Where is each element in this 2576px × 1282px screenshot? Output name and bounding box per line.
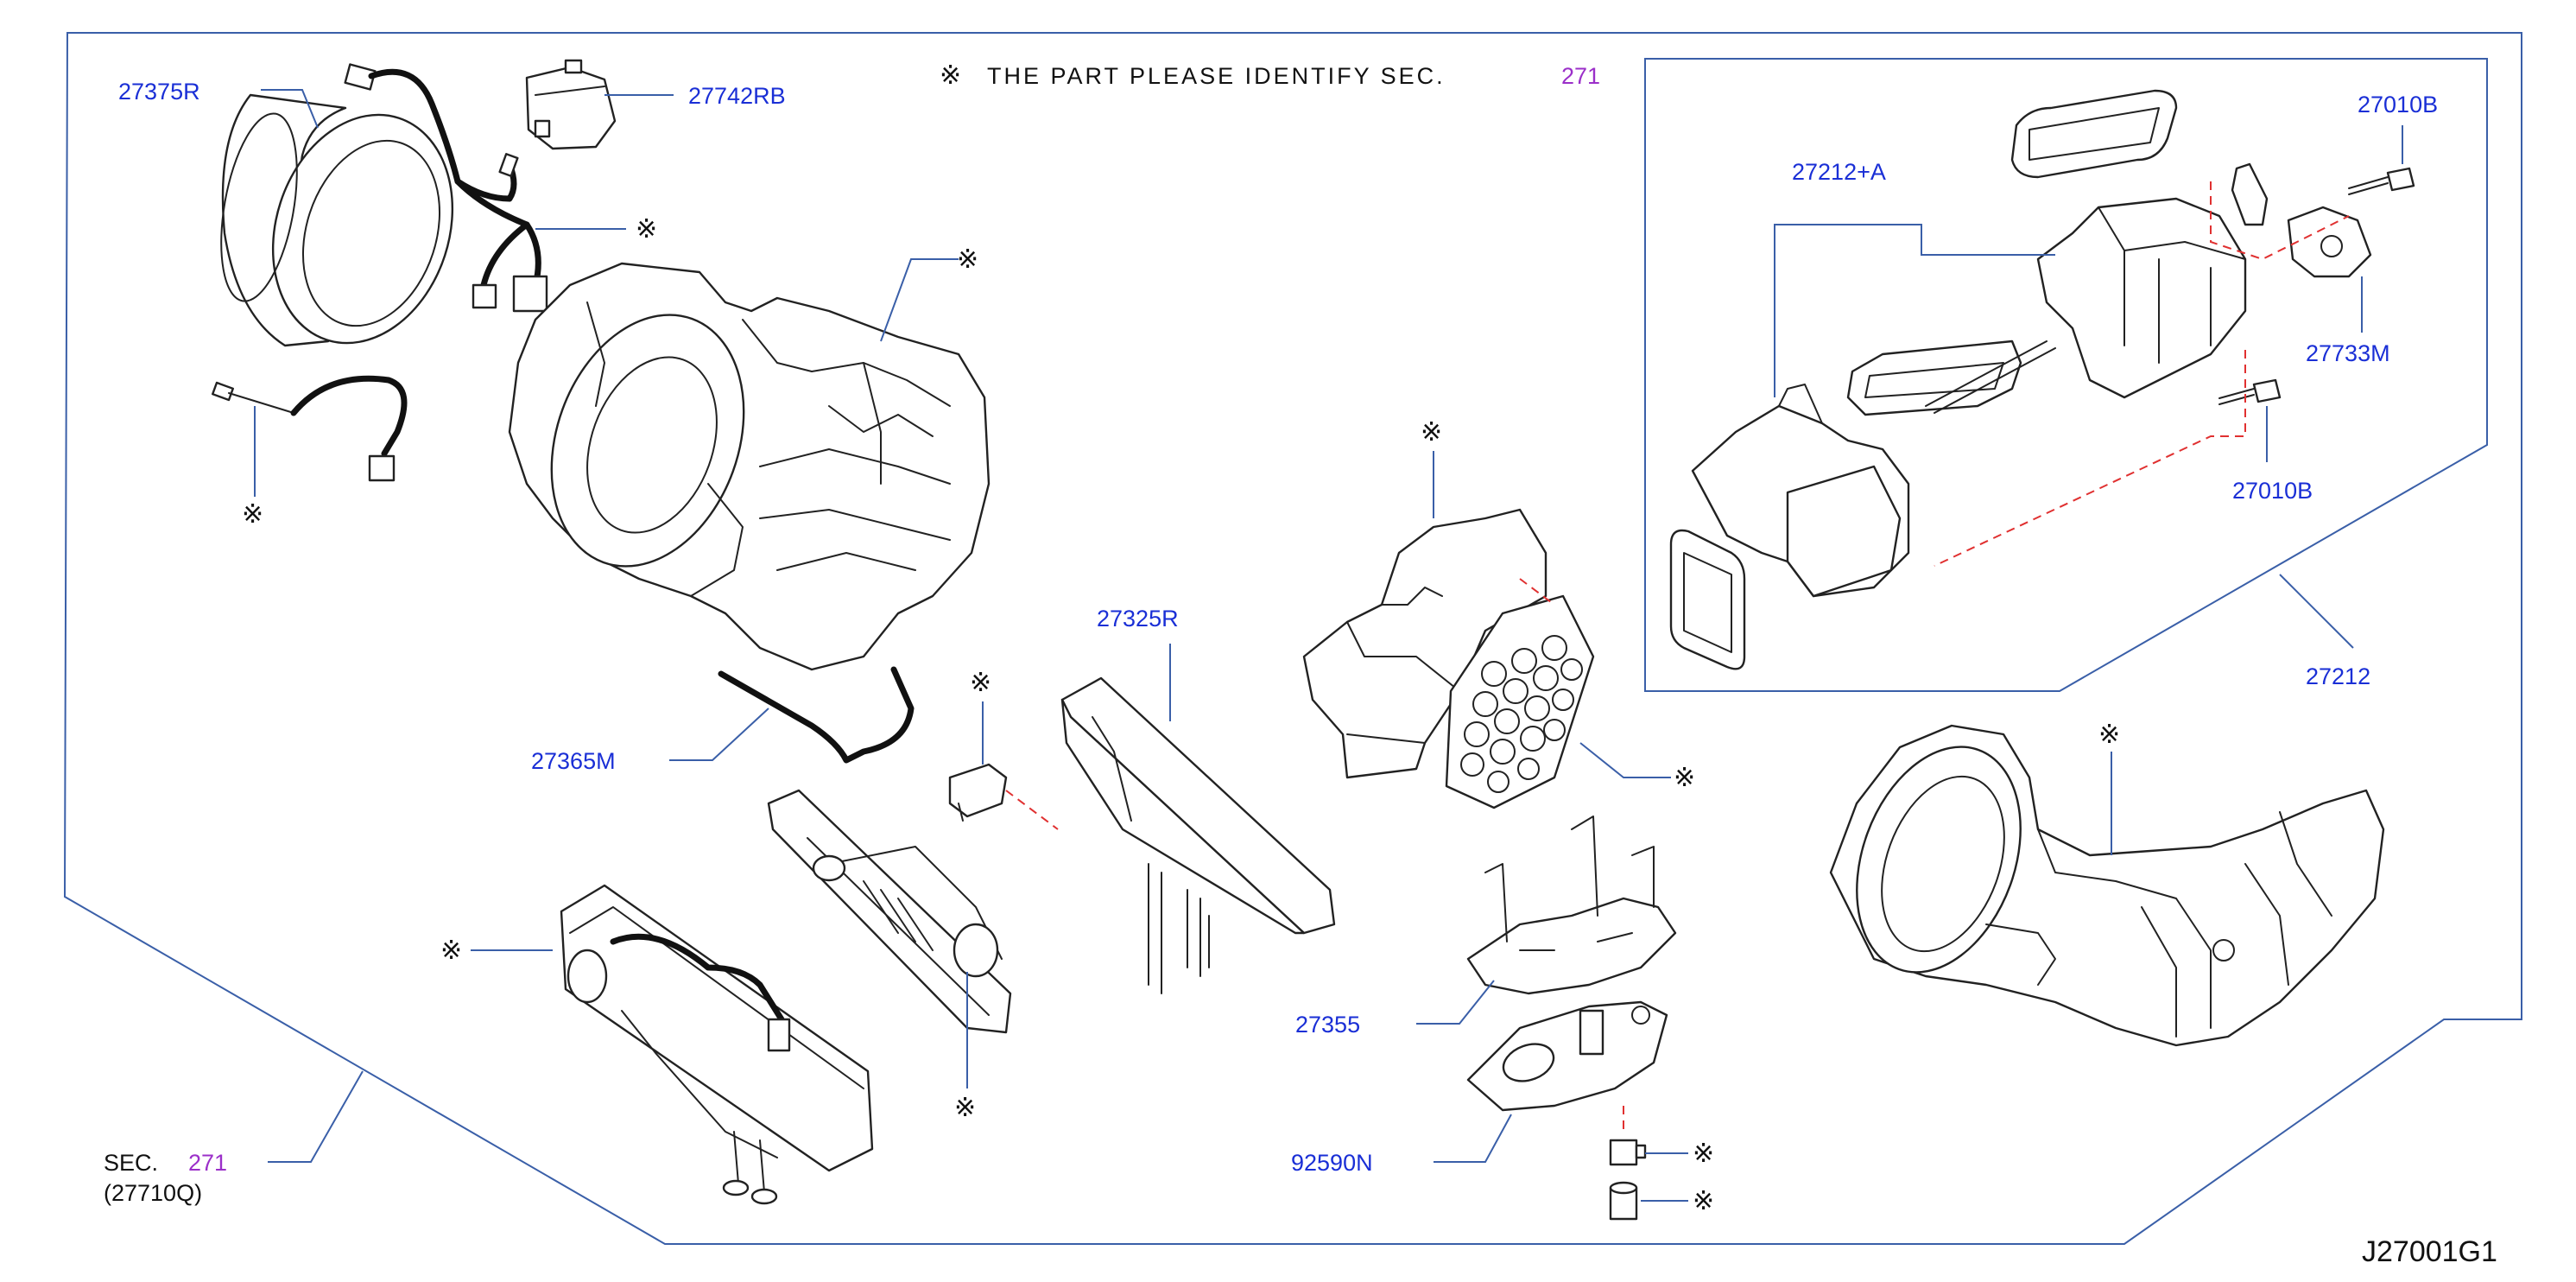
inlet-duct [1691,384,1910,598]
leader-27375R [261,89,319,129]
leader-27212 [2279,574,2354,649]
note-sec-number: 271 [1561,63,1600,89]
plate [1466,1000,1668,1112]
mark-sensor: ※ [242,499,263,530]
grille-dash [1519,578,1555,606]
mark-lower-housing: ※ [2098,720,2120,750]
sub-dash-2 [1934,350,2246,567]
mark-harness: ※ [636,214,657,244]
mark-grille: ※ [1674,763,1695,793]
blower-harness [344,63,548,313]
diagram-code: J27001G1 [2362,1235,2497,1268]
lower-housing [1829,724,2385,1047]
actuator [2287,206,2372,278]
leader-sec-ref [268,1070,364,1163]
sub-assembly-box [1644,58,2488,692]
upper-gasket [2010,89,2178,179]
leader-27355 [1416,980,1495,1025]
label-27733M: 27733M [2306,340,2390,366]
filter-frame [767,789,1012,1034]
clip [948,763,1008,822]
sec-ref-prefix: SEC. [104,1150,158,1176]
mark-fitting-1: ※ [1693,1139,1714,1169]
mark-filter: ※ [954,1093,976,1123]
grille [1445,594,1595,809]
note-symbol: ※ [940,60,961,91]
mark-fitting-2: ※ [1693,1186,1714,1216]
heater-core [560,884,874,1205]
leader-27365M [669,708,769,761]
seal-ring [1669,529,1746,670]
label-27212A: 27212+A [1792,159,1886,185]
label-27010B-bottom: 27010B [2232,478,2313,504]
label-27365M: 27365M [531,748,616,774]
label-27355: 27355 [1295,1012,1360,1038]
leader-92590N [1434,1114,1512,1163]
mark-clip: ※ [970,668,991,698]
sub-dash-1 [2210,181,2350,261]
label-27212: 27212 [2306,663,2370,689]
intake-box [2036,197,2247,399]
label-27010B-top: 27010B [2358,92,2438,117]
leader-27212A [1774,224,2055,397]
fitting-1 [1609,1139,1647,1166]
lever [2231,162,2269,226]
filter-element [1846,340,2056,416]
bracket [1466,816,1677,995]
leader-grille [1579,742,1671,778]
fitting-2 [1609,1181,1638,1221]
drain-hose [718,666,915,764]
label-27742RB: 27742RB [688,83,786,109]
sensor-wire [212,375,408,482]
label-27375R: 27375R [118,79,200,105]
sec-ref-sub: (27710Q) [104,1180,202,1206]
label-92590N: 92590N [1291,1150,1373,1176]
leader-case [880,258,959,342]
mark-duct-cover: ※ [1421,417,1442,447]
assembly-outline [63,32,2522,1245]
clip-dash [1005,790,1059,830]
note-text: THE PART PLEASE IDENTIFY SEC. [987,63,1446,89]
blower-resistor [525,59,617,150]
evaporator [1060,676,1336,994]
blower-motor [220,93,454,347]
label-27325R: 27325R [1097,606,1179,631]
mark-case: ※ [957,244,978,275]
screw-top [2348,167,2415,195]
screw-bottom [2218,378,2282,405]
duct-cover [1302,508,1547,779]
mark-heater: ※ [440,936,462,966]
blower-case [508,262,991,671]
sec-ref-number: 271 [188,1150,227,1176]
